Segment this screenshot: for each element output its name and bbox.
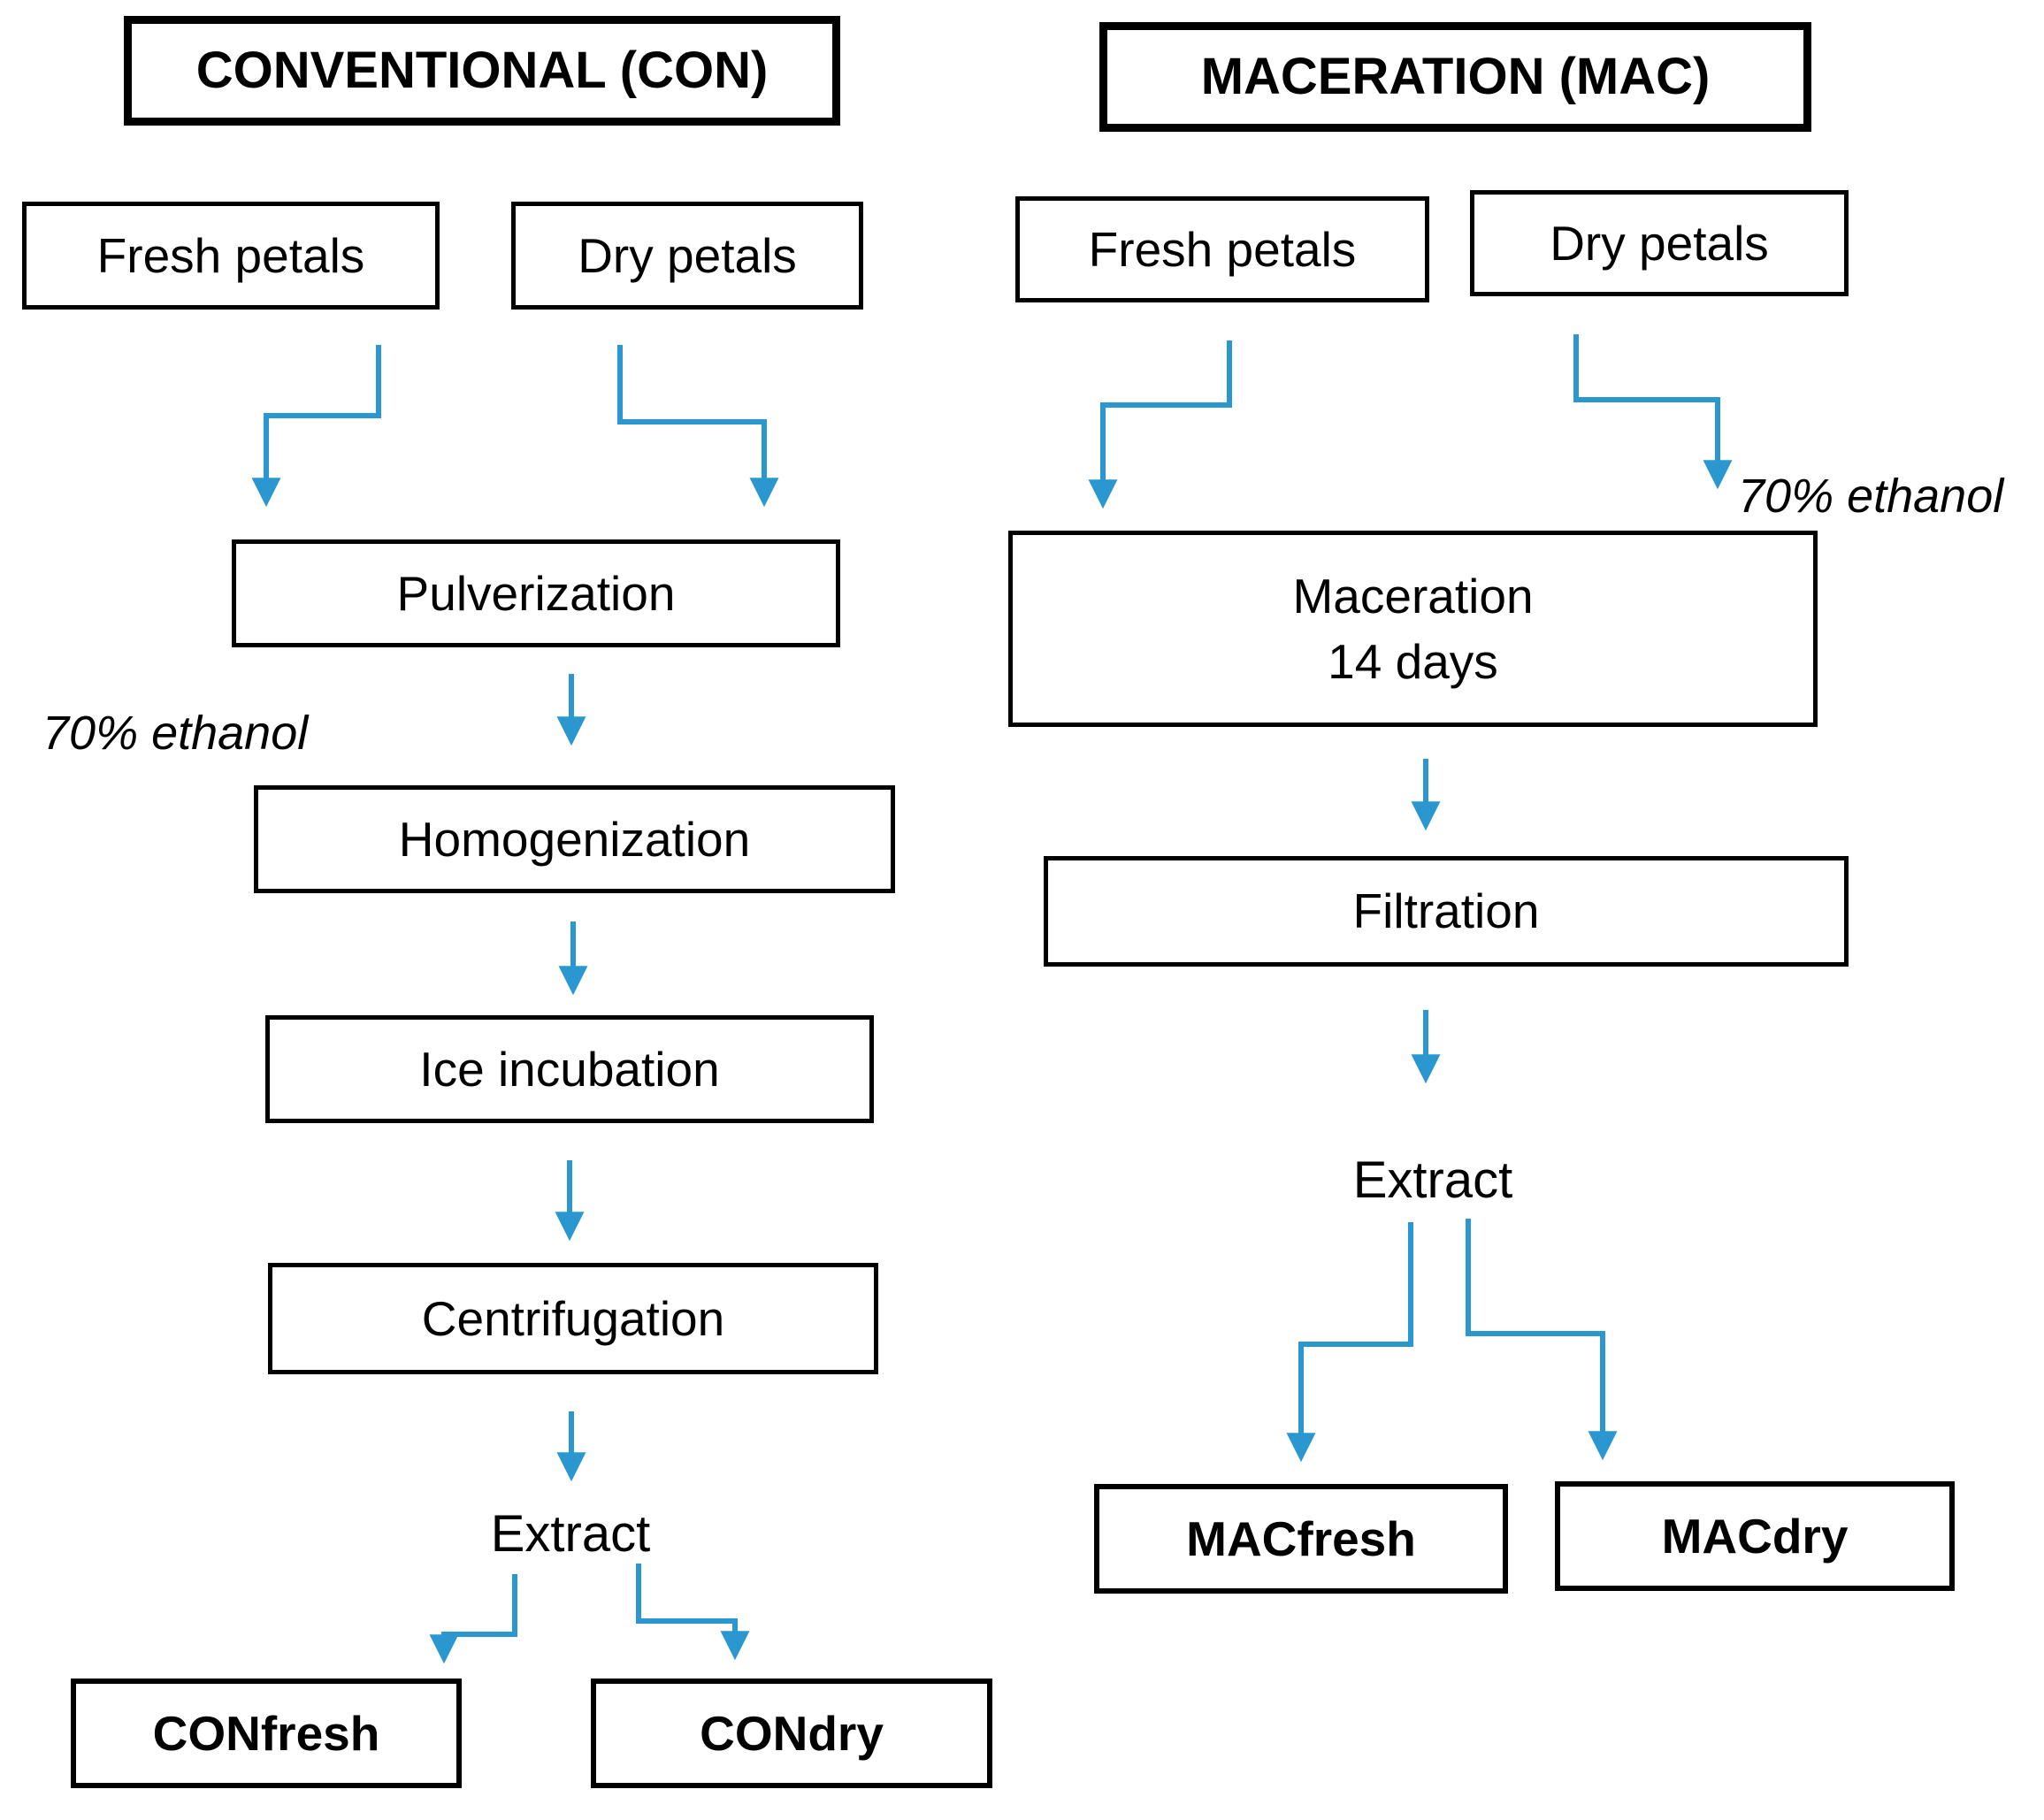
confresh-label: CONfresh: [152, 1705, 380, 1761]
maceration-label-line2: 14 days: [1328, 634, 1498, 689]
con-dry-petals-label: Dry petals: [578, 227, 797, 283]
centrifugation-label: Centrifugation: [421, 1290, 725, 1346]
maceration-box: Maceration 14 days: [1008, 531, 1818, 727]
maceration-label-line1: Maceration: [1292, 568, 1534, 623]
mac-title-label: MACERATION (MAC): [1200, 48, 1711, 106]
mac-ethanol-annotation: 70% ethanol: [1738, 470, 2004, 523]
mac-title-box: MACERATION (MAC): [1099, 22, 1811, 132]
ice-incubation-label: Ice incubation: [419, 1041, 720, 1097]
macdry-label: MACdry: [1661, 1508, 1849, 1564]
filtration-box: Filtration: [1044, 856, 1849, 967]
arrow-con-dry-to-pulverization: [617, 345, 779, 508]
pulverization-box: Pulverization: [232, 539, 840, 647]
arrow-mac-fresh-to-maceration: [1088, 340, 1232, 509]
mac-fresh-petals-box: Fresh petals: [1015, 196, 1429, 302]
mac-dry-petals-box: Dry petals: [1470, 190, 1849, 296]
macfresh-label: MACfresh: [1186, 1510, 1416, 1566]
arrow-con-extract-to-confresh: [429, 1574, 517, 1664]
con-title-label: CONVENTIONAL (CON): [195, 42, 769, 100]
con-fresh-petals-label: Fresh petals: [96, 227, 365, 283]
arrow-mac-extract-to-macfresh: [1286, 1222, 1413, 1463]
pulverization-label: Pulverization: [396, 565, 676, 621]
arrow-mac-extract-to-macdry: [1466, 1219, 1618, 1461]
arrow-con-fresh-to-pulverization: [251, 345, 381, 508]
con-fresh-petals-box: Fresh petals: [22, 202, 440, 310]
macdry-box: MACdry: [1555, 1481, 1955, 1591]
con-title-box: CONVENTIONAL (CON): [124, 16, 840, 126]
mac-dry-petals-label: Dry petals: [1550, 215, 1769, 271]
homogenization-box: Homogenization: [254, 785, 895, 893]
centrifugation-box: Centrifugation: [268, 1263, 878, 1374]
mac-extract-label: Extract: [1352, 1151, 1513, 1209]
ice-incubation-box: Ice incubation: [265, 1015, 874, 1123]
mac-fresh-petals-label: Fresh petals: [1088, 221, 1357, 277]
filtration-label: Filtration: [1352, 883, 1540, 939]
macfresh-box: MACfresh: [1094, 1484, 1508, 1594]
con-extract-label: Extract: [490, 1505, 651, 1563]
arrow-mac-dry-to-maceration: [1573, 334, 1733, 490]
arrow-con-extract-to-condry: [636, 1564, 750, 1661]
homogenization-label: Homogenization: [398, 811, 751, 867]
condry-box: CONdry: [591, 1679, 992, 1788]
con-dry-petals-box: Dry petals: [511, 202, 863, 310]
confresh-box: CONfresh: [71, 1679, 462, 1788]
con-ethanol-annotation: 70% ethanol: [42, 707, 309, 760]
condry-label: CONdry: [700, 1705, 884, 1761]
